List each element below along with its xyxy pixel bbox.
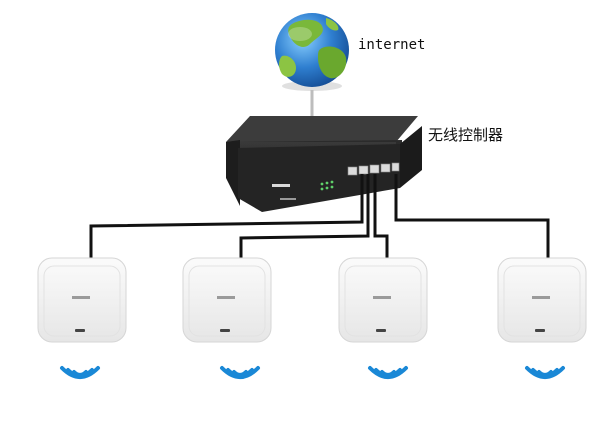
globe-icon — [275, 13, 349, 91]
access-point — [497, 257, 587, 343]
switch-port — [369, 164, 380, 174]
wifi-signal-icon — [220, 366, 260, 379]
brand-logo — [532, 296, 550, 299]
status-led — [75, 329, 85, 332]
switch-port — [380, 163, 391, 173]
brand-logo — [217, 296, 235, 299]
status-led — [220, 329, 230, 332]
access-point — [338, 257, 428, 343]
status-led — [376, 329, 386, 332]
brand-logo — [272, 184, 290, 187]
wifi-signal-icon — [368, 366, 408, 379]
switch-port — [391, 162, 400, 172]
controller-label: 无线控制器 — [428, 126, 504, 144]
access-point — [182, 257, 272, 343]
internet-label: internet — [358, 37, 426, 53]
ethernet-cables — [89, 174, 550, 260]
brand-logo — [72, 296, 90, 299]
access-point — [37, 257, 127, 343]
switch-port — [347, 166, 358, 176]
status-led — [535, 329, 545, 332]
brand-logo — [373, 296, 391, 299]
switch-port — [358, 165, 369, 175]
wireless-controller-switch — [226, 116, 422, 212]
wifi-signal-icon — [525, 366, 565, 379]
wifi-signal-icon — [60, 366, 100, 379]
